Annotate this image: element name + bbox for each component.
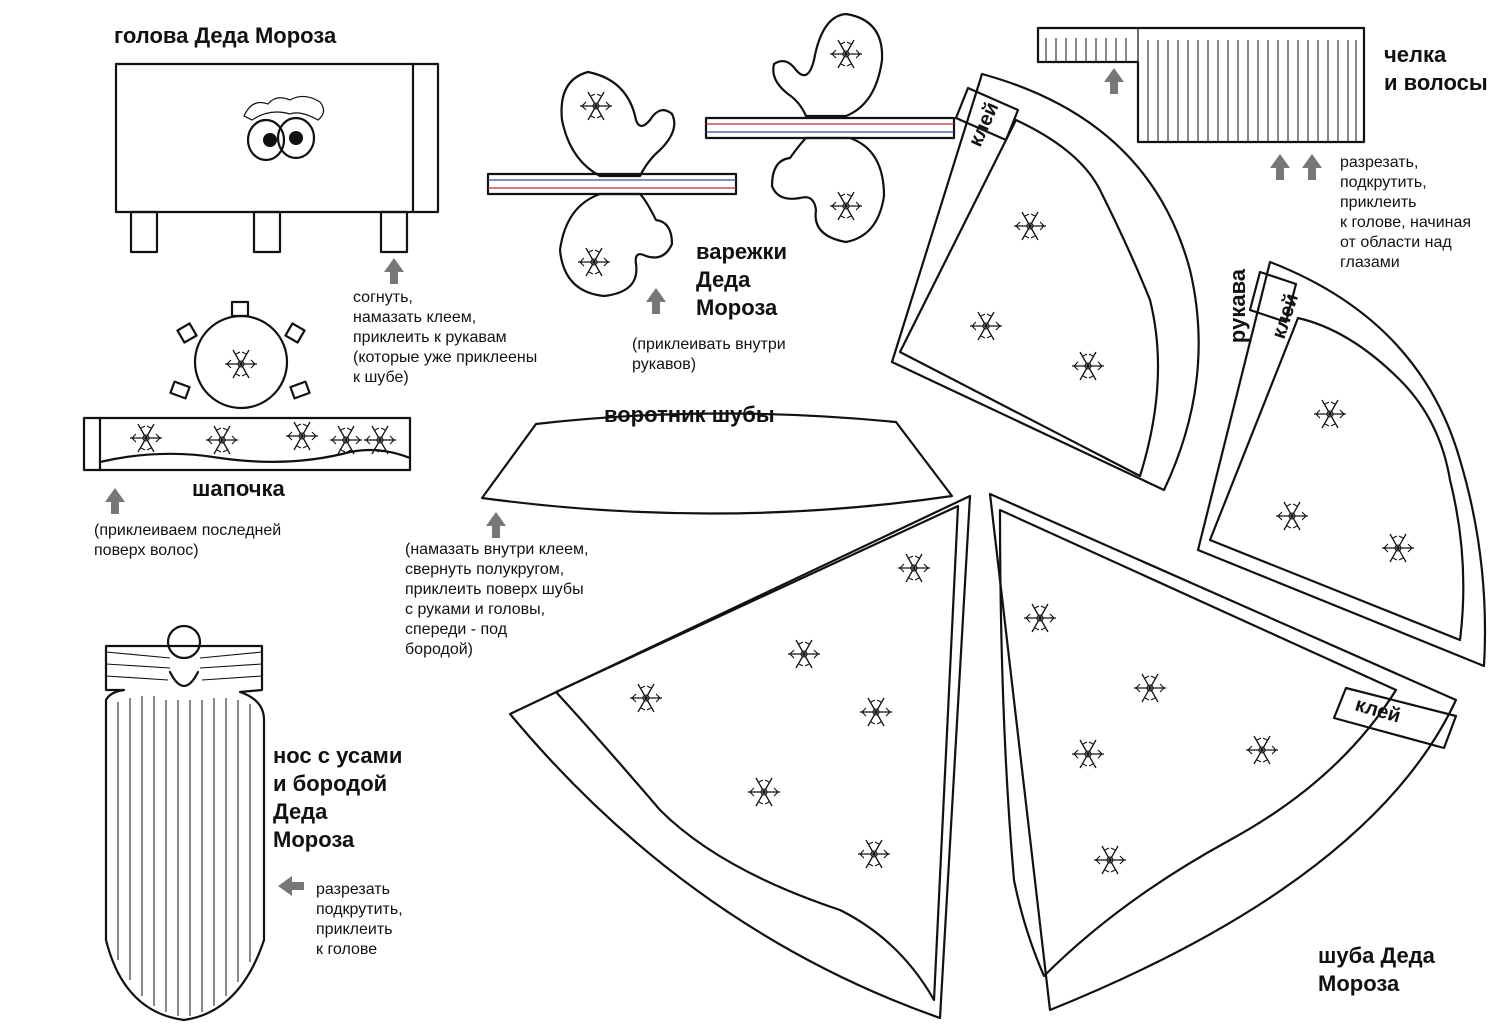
snowflake-icon	[1133, 673, 1167, 703]
head-title: голова Деда Мороза	[114, 23, 337, 48]
snowflake-icon	[1013, 211, 1047, 241]
beard-title: нос с усами и бородой Деда Мороза	[273, 743, 403, 852]
snowflake-icon	[629, 683, 663, 713]
snowflake-icon	[747, 777, 781, 807]
eyes-icon	[243, 95, 325, 162]
glue-label: клей	[1353, 694, 1403, 728]
beard-cutout	[104, 624, 304, 1022]
snowflake-icon	[205, 425, 239, 455]
snowflake-icon	[1023, 603, 1057, 633]
mittens-cutout	[486, 12, 956, 314]
snowflake-icon	[579, 91, 613, 121]
arrow-up-icon	[1104, 68, 1124, 94]
hair-title: челка и волосы	[1384, 42, 1488, 95]
snowflake-icon	[224, 349, 258, 379]
arrow-up-icon	[486, 512, 506, 538]
coat-title: шуба Деда Мороза	[1318, 943, 1435, 996]
snowflake-icon	[969, 311, 1003, 341]
arrow-left-icon	[278, 876, 304, 896]
mittens-instructions: (приклеивать внутри рукавов)	[632, 336, 786, 373]
collar-title: воротник шубы	[604, 402, 775, 427]
snowflake-icon	[1245, 735, 1279, 765]
arrow-up-icon	[1270, 154, 1290, 180]
snowflake-icon	[1093, 845, 1127, 875]
hair-cutout	[1036, 26, 1366, 180]
sleeve-cutout-top: клей	[890, 72, 1200, 492]
sleeves-title: рукава	[1225, 268, 1250, 344]
arrow-up-icon	[384, 258, 404, 284]
snowflake-icon	[1275, 501, 1309, 531]
head-instructions: согнуть, намазать клеем, приклеить к рук…	[353, 289, 538, 386]
mittens-title: варежки Деда Мороза	[696, 239, 787, 320]
snowflake-icon	[129, 423, 163, 453]
snowflake-icon	[829, 191, 863, 221]
snowflake-icon	[857, 839, 891, 869]
snowflake-icon	[1071, 739, 1105, 769]
beard-instructions: разрезать подкрутить, приклеить к голове	[316, 881, 403, 958]
head-cutout	[114, 62, 440, 284]
snowflake-icon	[1313, 399, 1347, 429]
arrow-up-icon	[1302, 154, 1322, 180]
sleeve-cutout-bottom: клей	[1196, 260, 1487, 668]
snowflake-icon	[1381, 533, 1415, 563]
collar-instructions: (намазать внутри клеем, свернуть полукру…	[405, 541, 589, 658]
snowflake-icon	[1071, 351, 1105, 381]
snowflake-icon	[859, 697, 893, 727]
hat-instructions: (приклеиваем последней поверх волос)	[94, 522, 282, 559]
hat-cutout	[82, 300, 412, 514]
snowflake-icon	[285, 421, 319, 451]
hat-title: шапочка	[192, 476, 285, 501]
coat-cutout: клей	[508, 492, 1458, 1020]
snowflake-icon	[577, 247, 611, 277]
glue-label: клей	[1268, 291, 1303, 342]
hair-instructions: разрезать, подкрутить, приклеить к голов…	[1340, 154, 1472, 271]
arrow-up-icon	[646, 288, 666, 314]
snowflake-icon	[787, 639, 821, 669]
snowflake-icon	[897, 553, 931, 583]
snowflake-icon	[829, 39, 863, 69]
arrow-up-icon	[105, 488, 125, 514]
collar-cutout	[480, 412, 954, 538]
